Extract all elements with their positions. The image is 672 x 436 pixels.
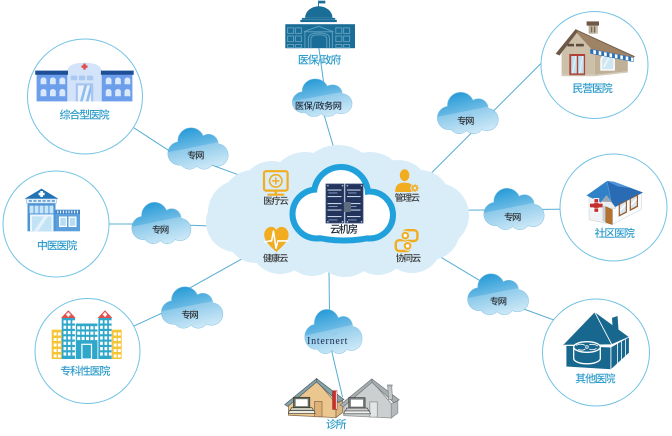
svg-text:Internert: Internert [307,336,348,347]
